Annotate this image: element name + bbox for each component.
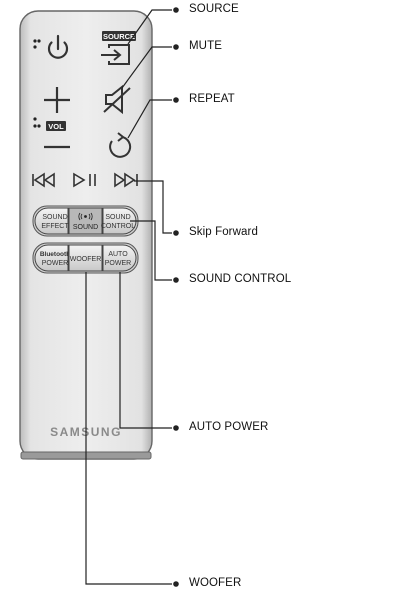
vol-label: VOL xyxy=(48,122,64,131)
woofer-callout-line xyxy=(85,272,172,585)
sound-effect-label-line2: EFFECT xyxy=(41,223,69,230)
auto-power-key[interactable]: AUTO POWER xyxy=(102,244,137,272)
auto-power-label-line1: AUTO xyxy=(108,251,128,258)
bluetooth-power-key[interactable]: Bluetooth POWER xyxy=(34,244,70,272)
mute-callout-line xyxy=(121,46,172,89)
callout-dot-skip-forward xyxy=(173,230,179,236)
plus-icon xyxy=(44,87,70,113)
sound-control-label-line1: SOUND xyxy=(105,214,130,221)
source-callout-line xyxy=(127,9,172,45)
callout-repeat: REPEAT xyxy=(189,93,235,105)
auto-power-callout-line xyxy=(119,272,172,429)
bottom-key-row: Bluetooth POWER WOOFER AUTO POWER xyxy=(32,242,139,274)
repeat-button[interactable] xyxy=(109,132,132,158)
skip-forward-icon xyxy=(114,172,138,188)
callout-dot-auto-power xyxy=(173,425,179,431)
bluetooth-power-label-line1: Bluetooth xyxy=(40,251,70,258)
mute-button[interactable] xyxy=(103,84,131,115)
sound-label: SOUND xyxy=(73,224,98,231)
callout-dot-repeat xyxy=(173,97,179,103)
repeat-icon xyxy=(109,132,132,158)
brand-logo: SAMSUNG xyxy=(50,425,122,439)
top-key-row: SOUND EFFECT SOUND SOUND CONTROL xyxy=(32,205,139,237)
callout-auto-power: AUTO POWER xyxy=(189,421,269,433)
sound-control-callout-line xyxy=(130,220,172,281)
callout-mute: MUTE xyxy=(189,40,222,52)
volume-up-button[interactable] xyxy=(44,87,70,113)
play-pause-button[interactable] xyxy=(73,172,96,188)
callout-dot-mute xyxy=(173,44,179,50)
mute-icon xyxy=(103,84,131,115)
surround-sound-icon xyxy=(78,212,93,221)
callout-dot-source xyxy=(173,7,179,13)
callout-lines xyxy=(85,9,172,585)
source-key-badge xyxy=(102,31,136,41)
skip-forward-callout-line xyxy=(134,180,172,234)
power-icon xyxy=(47,34,69,59)
callout-sound-control: SOUND CONTROL xyxy=(189,273,292,285)
woofer-label: WOOFER xyxy=(70,256,102,263)
auto-power-label-line2: POWER xyxy=(105,260,131,267)
vol-label-group: VOL xyxy=(33,117,66,131)
source-icon xyxy=(101,44,130,65)
callout-skip-forward: Skip Forward xyxy=(189,226,258,238)
repeat-callout-line xyxy=(127,99,172,139)
play-pause-icon xyxy=(73,172,96,188)
callout-woofer: WOOFER xyxy=(189,577,242,589)
callout-dot-sound-control xyxy=(173,277,179,283)
skip-back-icon xyxy=(32,172,55,188)
source-key-label: SOURCE xyxy=(103,32,135,41)
skip-back-button[interactable] xyxy=(32,172,55,188)
bluetooth-power-label-line2: POWER xyxy=(42,260,68,267)
source-button[interactable]: SOURCE xyxy=(101,31,136,65)
sound-effect-label-line1: SOUND xyxy=(42,214,67,221)
skip-forward-button[interactable] xyxy=(114,172,138,188)
sound-control-label-line2: CONTROL xyxy=(101,223,135,230)
callout-source: SOURCE xyxy=(189,3,239,15)
callout-dot-woofer xyxy=(173,581,179,587)
woofer-key[interactable]: WOOFER xyxy=(68,244,103,272)
sound-effect-key[interactable]: SOUND EFFECT xyxy=(34,207,69,235)
sound-control-key[interactable]: SOUND CONTROL xyxy=(101,207,137,235)
power-button[interactable] xyxy=(33,34,69,59)
sound-key[interactable]: SOUND xyxy=(68,207,103,235)
